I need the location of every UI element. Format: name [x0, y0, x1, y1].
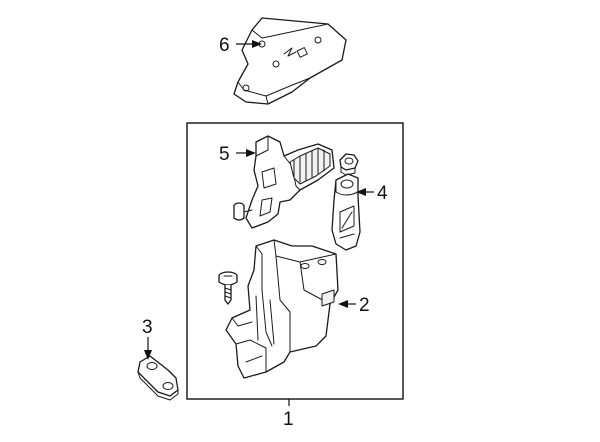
leader-6	[236, 40, 262, 48]
part-4-terminal-bracket	[331, 173, 361, 251]
part-2-fuse-box-housing	[225, 239, 339, 379]
leader-4	[356, 188, 374, 196]
callout-3: 3	[142, 317, 153, 338]
callout-2: 2	[359, 295, 370, 316]
nut-hardware	[339, 153, 359, 176]
part-6-cover-bracket	[233, 17, 347, 105]
leader-2	[338, 300, 356, 308]
leader-3	[144, 337, 152, 360]
callout-6: 6	[219, 35, 230, 56]
callout-4: 4	[377, 183, 388, 204]
screw-hardware	[218, 271, 238, 305]
callout-1: 1	[283, 409, 294, 430]
assembly-frame	[186, 122, 404, 400]
part-3-ground-lug	[137, 355, 179, 401]
part-5-fuse-holder	[233, 135, 335, 229]
leader-5	[236, 149, 256, 157]
callout-5: 5	[219, 144, 230, 165]
